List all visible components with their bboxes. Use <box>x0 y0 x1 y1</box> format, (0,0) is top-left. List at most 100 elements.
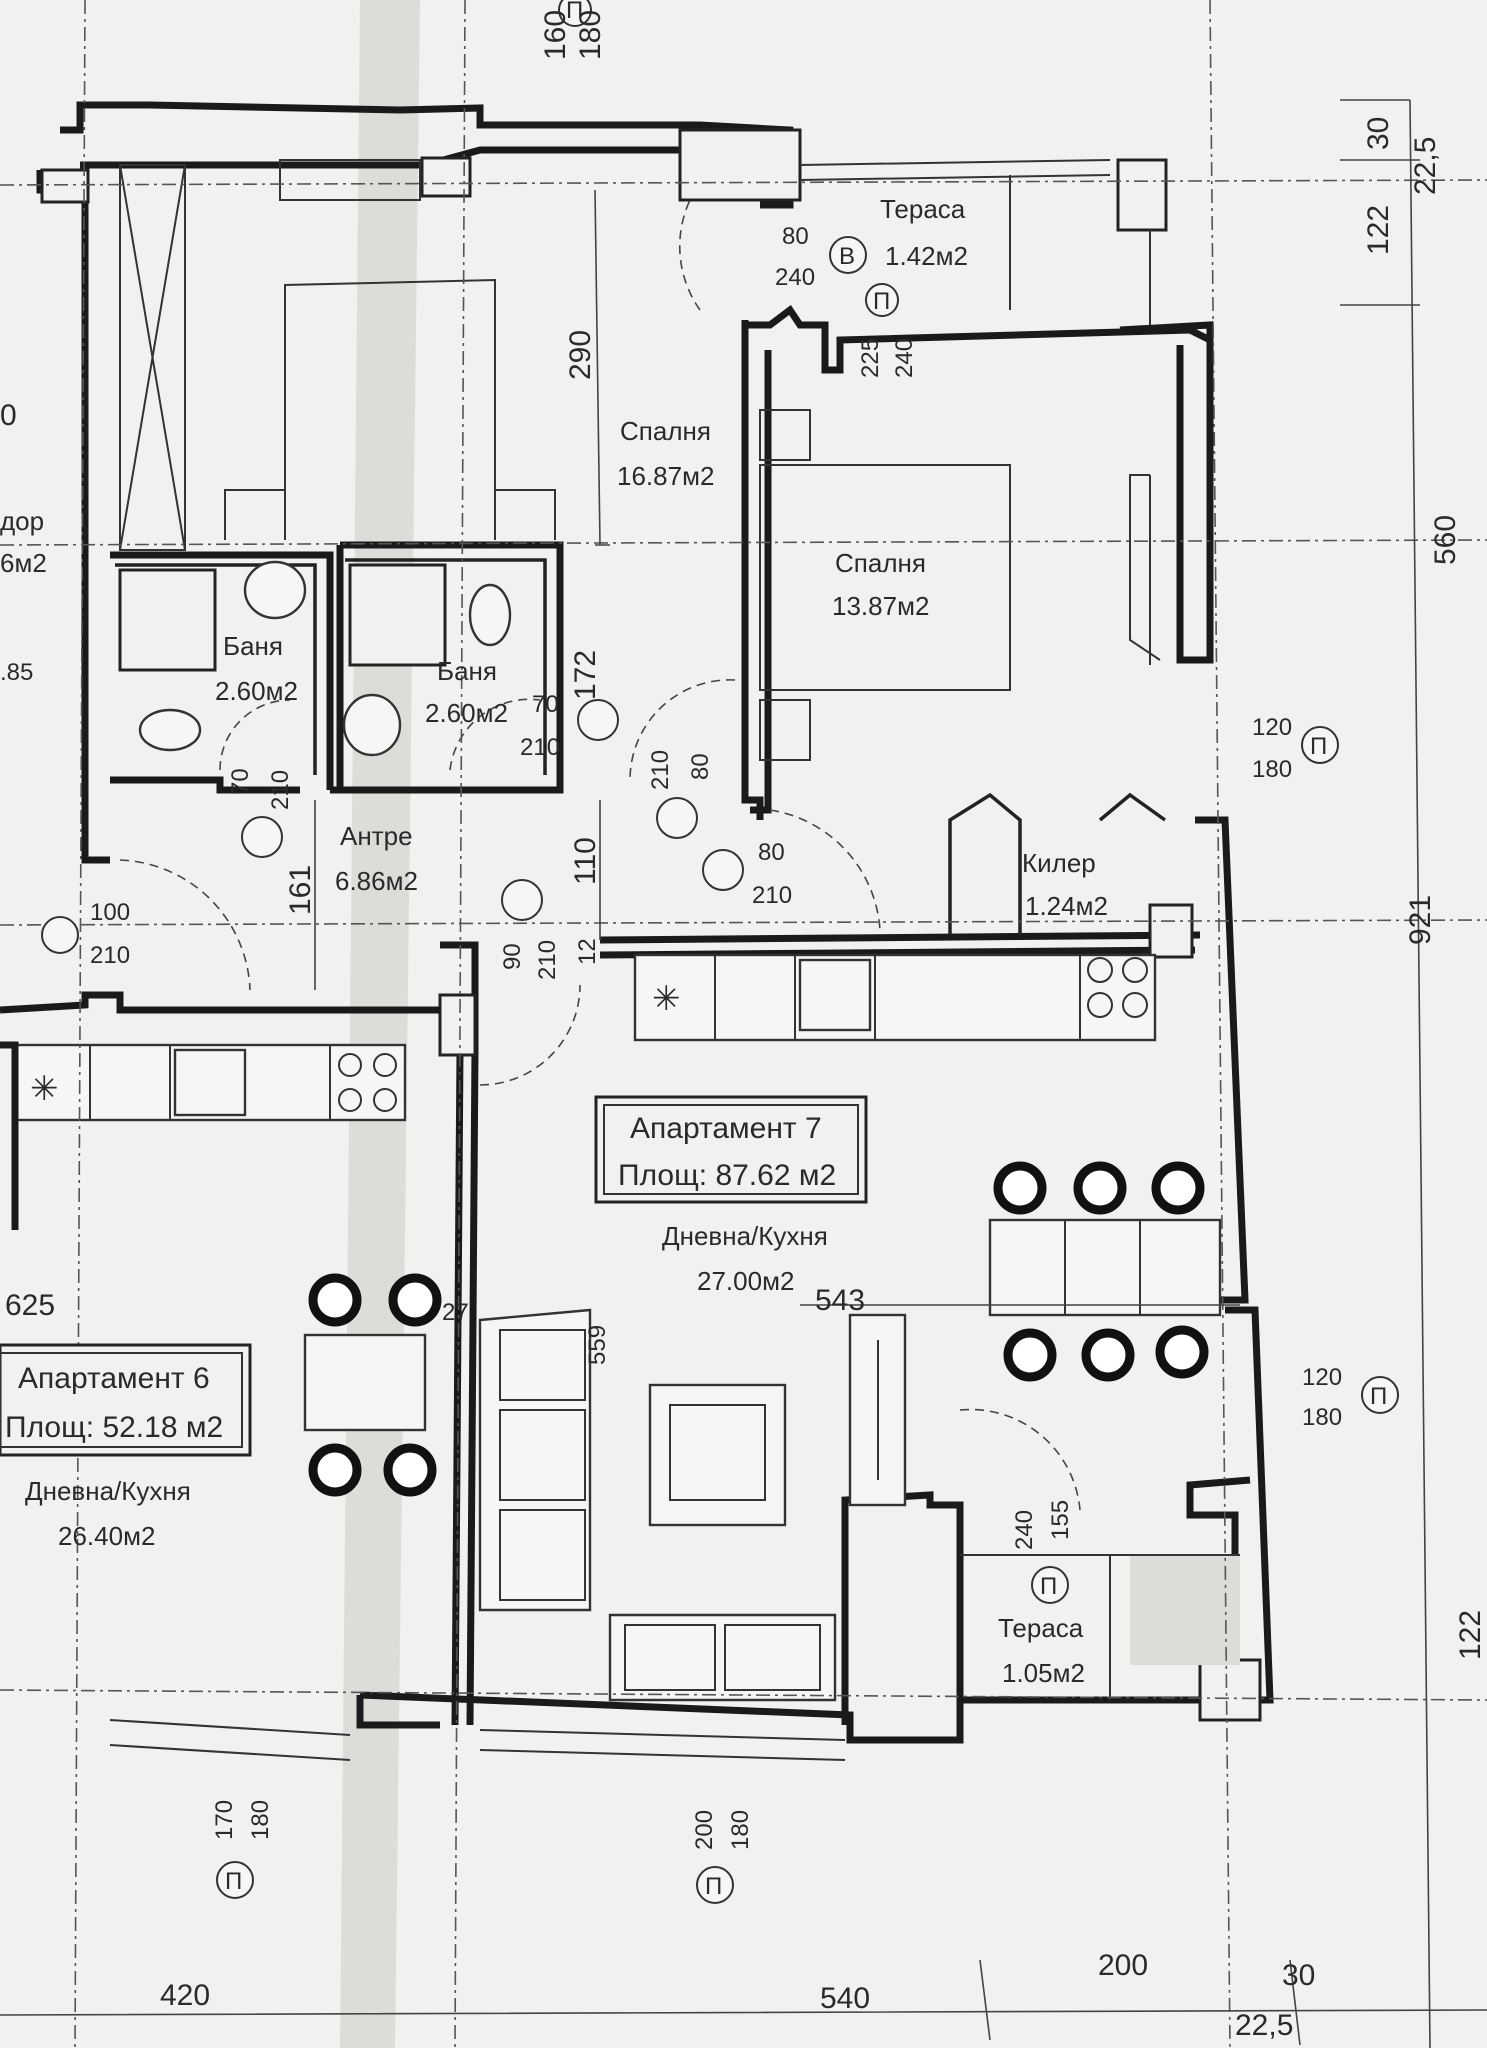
chair-6 <box>1155 1325 1209 1379</box>
dim-200-b: 200 <box>1098 1949 1148 1982</box>
sofa-bottom <box>608 1613 837 1702</box>
dim-160: 160 <box>539 10 572 60</box>
window-bottom <box>109 1719 846 1761</box>
dim-170: 170 <box>211 1800 238 1840</box>
apartment7-name: Апартамент 7 <box>630 1112 822 1145</box>
dim-27: 27 <box>442 1299 469 1326</box>
hob-apt6-1 <box>338 1053 362 1077</box>
dim-90: 90 <box>499 943 526 970</box>
dim-290: 290 <box>564 330 597 380</box>
wall-bath-inner <box>115 558 547 775</box>
door-swing-bath1 <box>219 699 291 771</box>
label-terrace-top: Тераса <box>880 194 966 224</box>
door-swing-living <box>479 984 581 1086</box>
dim-240-b: 240 <box>891 338 918 378</box>
apartment7-label-frame-inner <box>603 1104 859 1195</box>
sink-1 <box>243 560 307 620</box>
coffee-table <box>648 1383 787 1527</box>
axis-vertical-right <box>1209 0 1231 2048</box>
dim-70-b: 70 <box>532 691 559 718</box>
kitchen-counter-dividers <box>714 955 1081 1040</box>
dim-543: 543 <box>815 1284 865 1317</box>
closet-door-left <box>948 792 1022 935</box>
dim-210-c: 210 <box>647 750 674 790</box>
dim-921: 921 <box>1404 895 1437 945</box>
dining-table-apt6 <box>303 1333 427 1432</box>
shower-2 <box>348 563 447 667</box>
dim-0: 0 <box>0 399 17 432</box>
dim-210-f: 210 <box>534 940 561 980</box>
dim-210-d: 210 <box>752 882 792 909</box>
kitchen-sink-apt6 <box>173 1048 247 1117</box>
marker-p-bottom2-circle <box>696 1866 734 1904</box>
marker-p-terrace-circle <box>1031 1566 1069 1604</box>
chair-apt6-4 <box>383 1443 437 1497</box>
hob-apt6-4 <box>373 1088 397 1112</box>
label-hall: Антре <box>340 821 413 851</box>
chair-5 <box>1081 1328 1135 1382</box>
label-bath2: Баня <box>437 656 497 686</box>
axis-vertical-mid <box>454 0 466 2048</box>
apartment6-label-frame-inner <box>0 1352 243 1448</box>
bed-1 <box>284 278 496 540</box>
area-terrace-top: 1.42м2 <box>885 241 968 271</box>
nightstand-1 <box>224 489 556 540</box>
axis-horizontal-top <box>0 179 1487 186</box>
marker-b-circle <box>829 236 867 274</box>
marker-p-top160-circle <box>558 0 592 27</box>
hob-apt6-2 <box>373 1053 397 1077</box>
chair-apt6-1 <box>308 1273 362 1327</box>
dim-180-c: 180 <box>1302 1404 1342 1431</box>
dim-225-top: 22,5 <box>1409 137 1442 195</box>
dim-180-d: 180 <box>247 1800 274 1840</box>
chair-1 <box>993 1161 1047 1215</box>
marker-p-right1: П <box>1310 733 1327 760</box>
marker-p-right2: П <box>1370 1383 1387 1410</box>
wardrobe-left <box>119 164 186 551</box>
dim-line-right <box>1340 99 1431 2048</box>
dim-80-b: 80 <box>687 753 714 780</box>
terrace-bottom-floor <box>1130 1555 1240 1665</box>
dim-200: 200 <box>691 1810 718 1850</box>
column-top-left <box>40 168 90 204</box>
dim-line-bottom <box>0 1959 1487 2046</box>
chair-apt6-2 <box>388 1273 442 1327</box>
dining-table-dividers <box>1064 1220 1141 1315</box>
marker-p-top: П <box>873 288 890 315</box>
marker-p-terrace: П <box>1040 1573 1057 1600</box>
window-sill-top <box>279 159 421 201</box>
label-closet: Килер <box>1022 848 1096 878</box>
dim-180-e: 180 <box>727 1810 754 1850</box>
area-bedroom2: 13.87м2 <box>832 591 929 621</box>
axis-vertical-left <box>74 0 86 2048</box>
fridge-mark-apt6: ✳ <box>30 1070 59 1108</box>
marker-p-bottom1-circle <box>216 1861 254 1899</box>
door-swing-bed2 <box>769 809 881 931</box>
dim-559: 559 <box>584 1325 611 1365</box>
dim-120-a: 120 <box>1252 714 1292 741</box>
wardrobe-cross <box>119 164 186 551</box>
closet-door-right <box>1098 792 1167 822</box>
marker-b: В <box>839 243 855 270</box>
hob-apt6-3 <box>338 1088 362 1112</box>
apartment7-living-label: Дневна/Кухня <box>662 1221 828 1251</box>
toilet-2 <box>468 583 512 647</box>
dim-225: 225 <box>857 338 884 378</box>
dim-560: 560 <box>1429 515 1462 565</box>
dim-225-b: 22,5 <box>1235 2009 1293 2042</box>
dim-122: 122 <box>1362 205 1395 255</box>
apartment7-label-frame <box>594 1095 868 1204</box>
area-closet: 1.24м2 <box>1025 891 1108 921</box>
chair-4 <box>1003 1328 1057 1382</box>
sink-2 <box>342 693 402 757</box>
dim-161: 161 <box>284 865 317 915</box>
dim-80-a: 80 <box>782 223 809 250</box>
door-swing-bed1 <box>629 679 736 781</box>
dim-30-b: 30 <box>1282 1959 1315 1992</box>
apartment6-living-area: 26.40м2 <box>58 1521 155 1551</box>
chair-3 <box>1151 1161 1205 1215</box>
sofa-left-cushions <box>499 1329 586 1601</box>
dim-30-top: 30 <box>1362 117 1395 150</box>
marker-p-top160: П <box>566 0 583 24</box>
